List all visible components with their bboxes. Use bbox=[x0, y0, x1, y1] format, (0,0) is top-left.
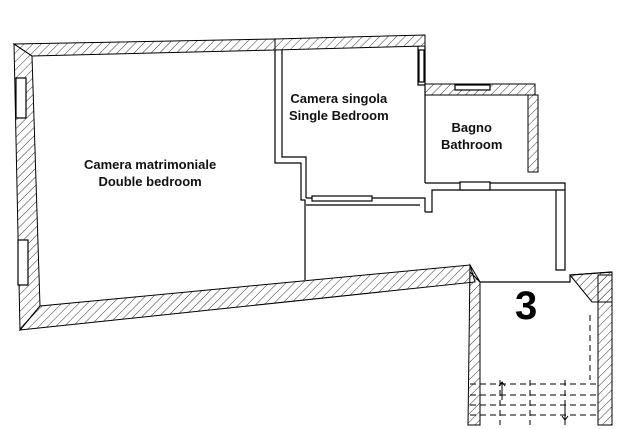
bathroom-italian: Bagno bbox=[451, 120, 492, 135]
bathroom-english: Bathroom bbox=[441, 137, 503, 152]
single-bedroom-english: Single Bedroom bbox=[289, 108, 389, 123]
single-bedroom-italian: Camera singola bbox=[290, 91, 388, 106]
staircase bbox=[470, 315, 600, 425]
wall-top-left bbox=[12, 38, 276, 57]
interior-walls bbox=[15, 46, 613, 286]
wall-bath-right bbox=[527, 94, 539, 173]
double-bedroom-english: Double bedroom bbox=[98, 174, 202, 189]
double-bedroom-label: Camera matrimoniale Double bedroom bbox=[84, 156, 216, 190]
bathroom-label: Bagno Bathroom bbox=[441, 119, 502, 153]
wall-stair-top-right bbox=[569, 271, 613, 303]
unit-number: 3 bbox=[515, 284, 538, 328]
single-bedroom-label: Camera singola Single Bedroom bbox=[289, 90, 389, 124]
wall-stair-left bbox=[467, 263, 481, 426]
stair-arrows bbox=[498, 381, 569, 421]
double-bedroom-italian: Camera matrimoniale bbox=[84, 157, 217, 172]
wall-bottom bbox=[18, 264, 476, 331]
wall-top-middle bbox=[274, 34, 426, 51]
